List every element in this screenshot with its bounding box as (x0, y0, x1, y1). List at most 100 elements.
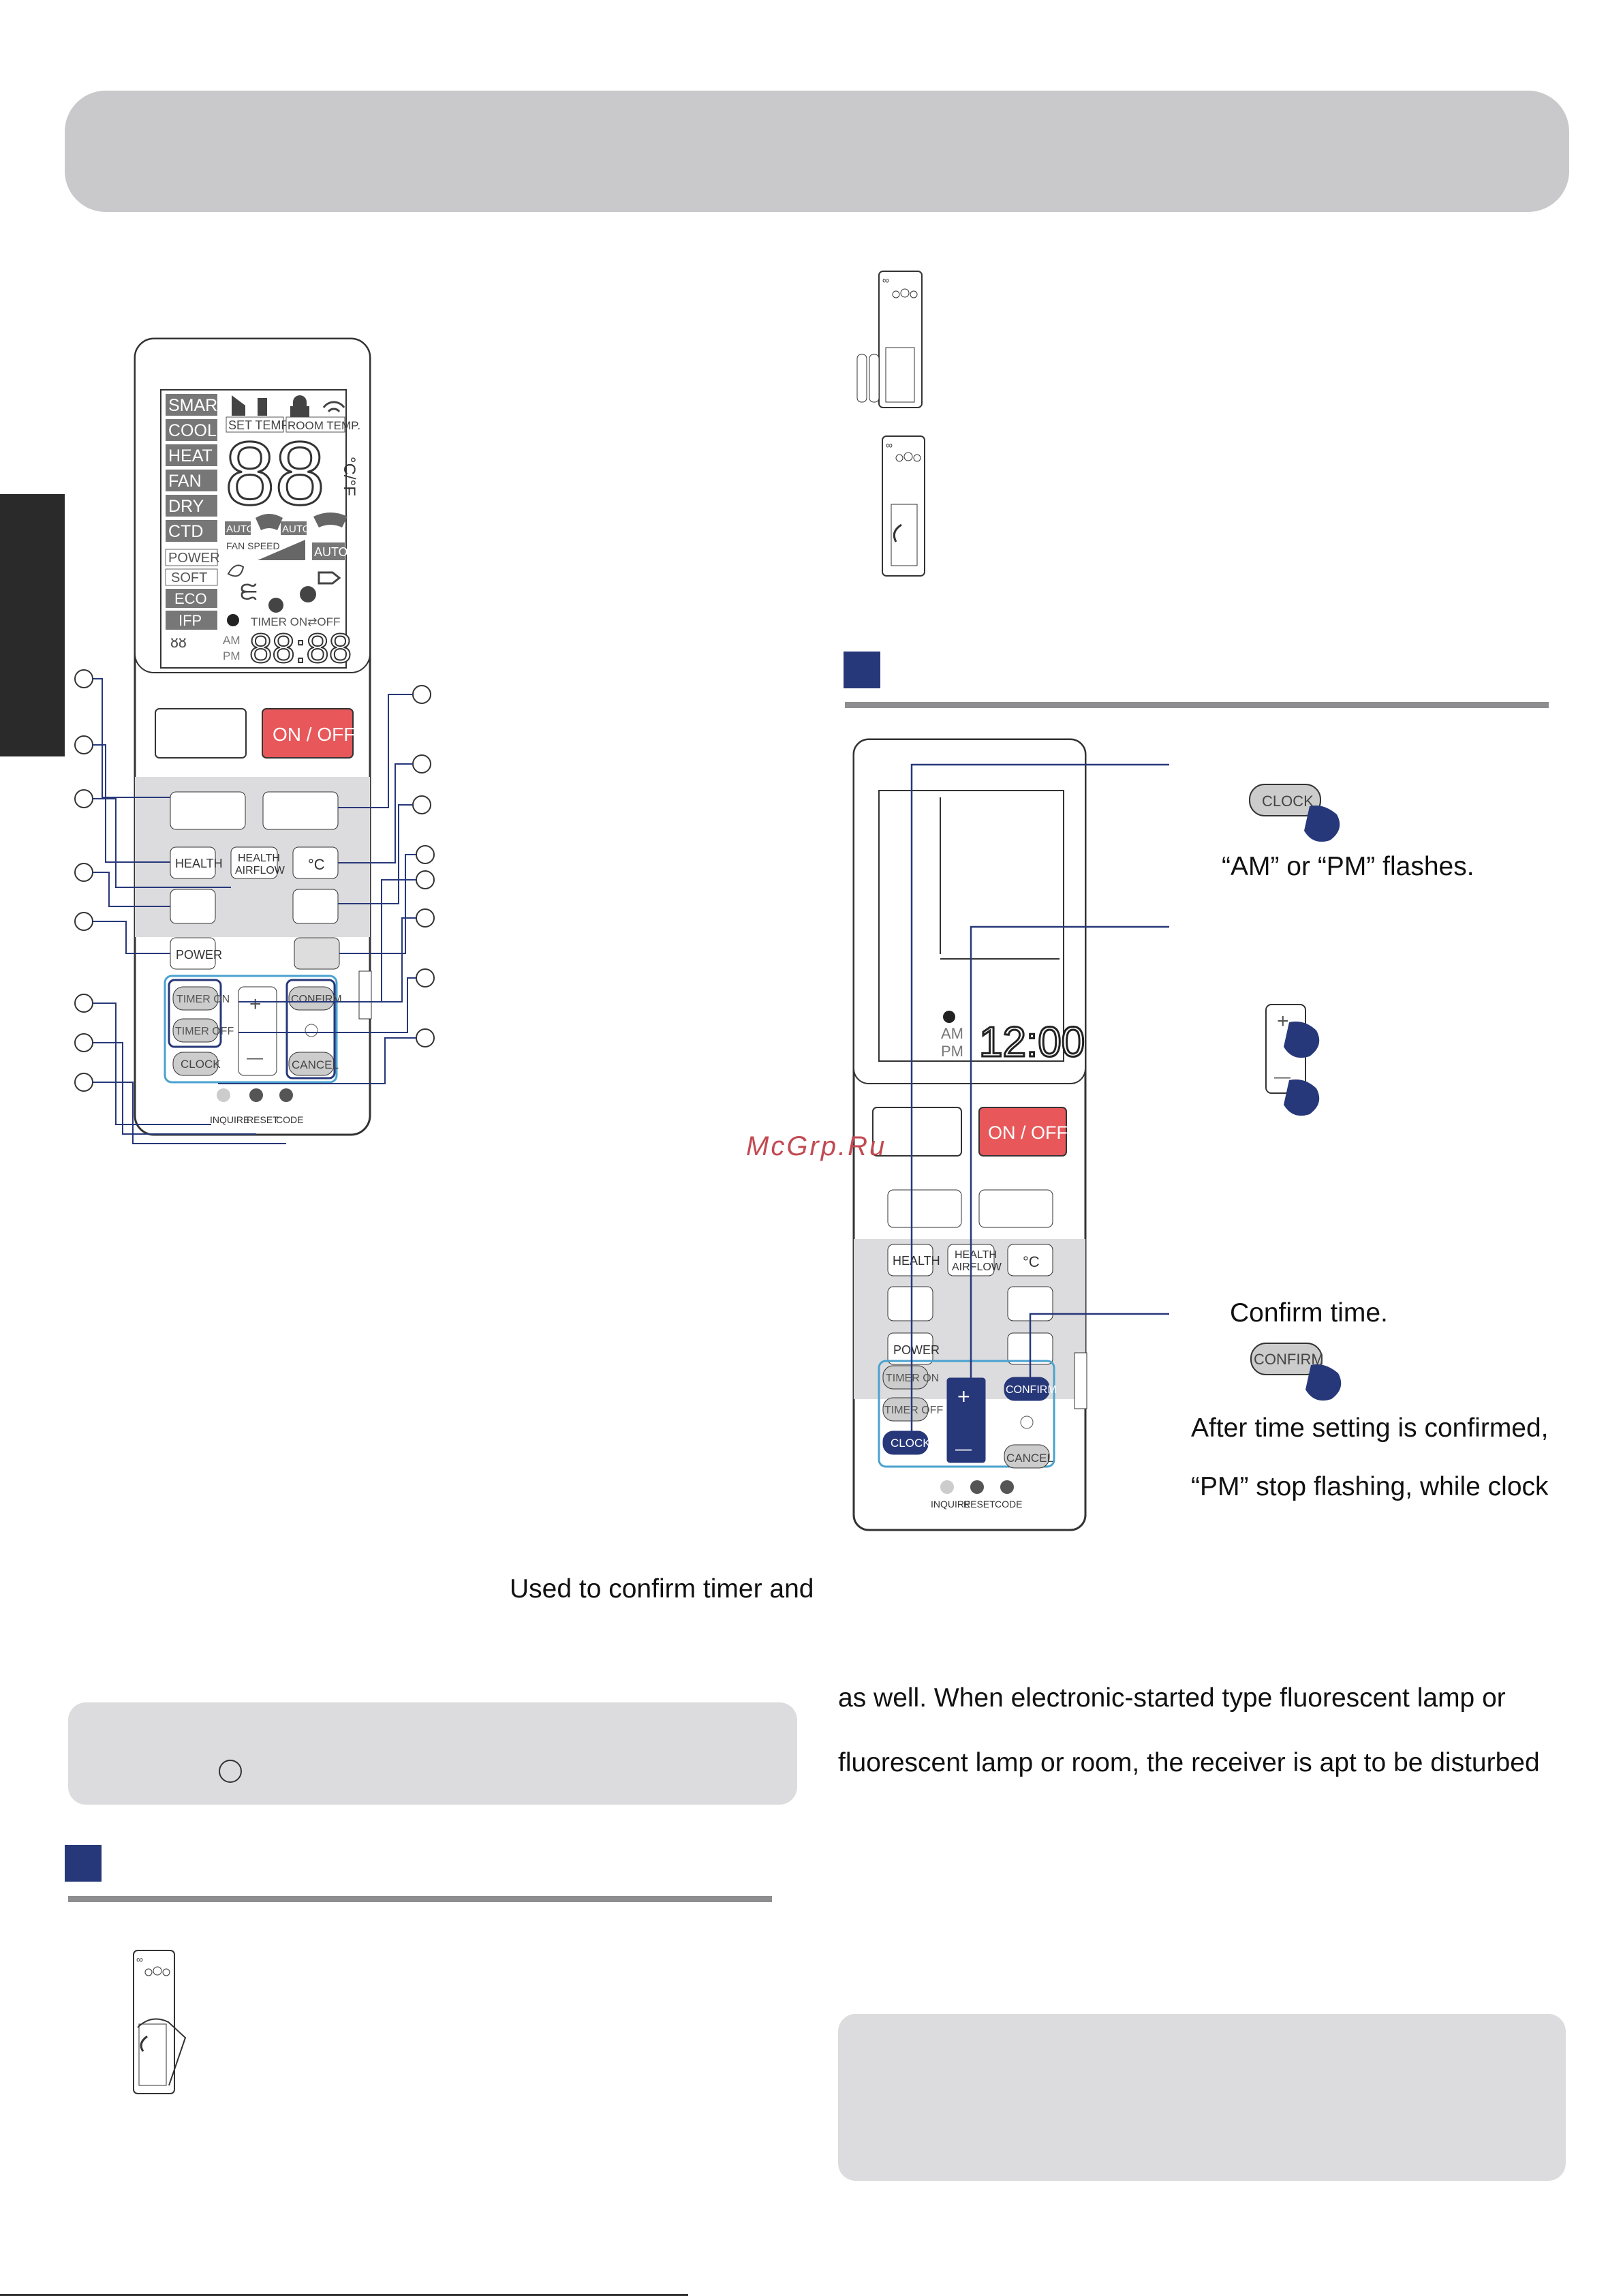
clean-icon (300, 586, 316, 602)
plus-minus-rocker-right[interactable] (946, 1377, 986, 1463)
reset-label-right: RESET (963, 1499, 995, 1510)
reset-label-left: RESET (247, 1114, 279, 1125)
power-label-right: POWER (893, 1343, 940, 1357)
step3-confirm-illustration: CONFIRM (1250, 1343, 1342, 1401)
celsius-label-left: °C (308, 856, 325, 873)
cancel-button-right[interactable] (1004, 1444, 1050, 1469)
person-icon (268, 598, 283, 613)
celsius-button-right[interactable] (1007, 1244, 1053, 1276)
side-tab (0, 494, 65, 756)
blank-button-1-right[interactable] (887, 1189, 962, 1228)
step3-text: Confirm time. (1230, 1298, 1388, 1328)
section-square-left (65, 1845, 102, 1882)
battery-icon (258, 398, 267, 416)
confirm-description: Used to confirm timer and (510, 1574, 814, 1604)
blank-button-2[interactable] (262, 791, 339, 830)
callout-circles-right (412, 685, 435, 1047)
inquire-dot[interactable] (217, 1088, 230, 1102)
mode-eco: ECO (174, 590, 207, 607)
mode-ifp: IFP (179, 612, 202, 629)
section-rule-right (845, 702, 1549, 708)
step2-rocker-illustration: + — (1265, 1004, 1320, 1116)
cancel-button-left[interactable] (288, 1052, 335, 1076)
plus-minus-rocker-left[interactable] (238, 986, 277, 1076)
code-dot-right[interactable] (1000, 1480, 1014, 1494)
light-icon (318, 571, 341, 585)
confirm-button-left[interactable] (288, 986, 335, 1011)
clock-label-right: CLOCK (891, 1437, 931, 1450)
svg-text:∞: ∞ (886, 440, 893, 450)
am-indicator: AM (223, 634, 241, 647)
house-icon (232, 395, 245, 416)
mode-smart: SMART (168, 396, 228, 415)
code-dot[interactable] (279, 1088, 293, 1102)
section-rule-left (68, 1896, 772, 1902)
side-switch (358, 970, 372, 1020)
step3-confirm-button[interactable] (1250, 1343, 1323, 1375)
side-switch-right (1074, 1352, 1087, 1409)
health-airflow-label-right-2: AIRFLOW (952, 1261, 1002, 1273)
mode-soft: SOFT (171, 570, 207, 585)
on-off-button-right[interactable] (978, 1107, 1067, 1157)
watermark: McGrp.Ru (746, 1131, 887, 1161)
step2-minus: — (1274, 1068, 1290, 1086)
health-airflow-button-left[interactable] (230, 846, 278, 879)
health-label-left: HEALTH (175, 857, 223, 870)
temp-digits: 88 (225, 423, 325, 523)
minus-label-right: — (955, 1440, 972, 1458)
svg-text:∞: ∞ (882, 275, 889, 286)
pm-indicator: PM (223, 649, 241, 662)
timer-off-button-left[interactable] (172, 1018, 219, 1043)
blank-button-1[interactable] (170, 791, 246, 830)
remote-diagram-right: AM PM 12:00 ON / OFF HEALTH HEALTH AIRFL… (852, 738, 1169, 1531)
timer-off-label-right: TIMER OFF (884, 1405, 943, 1416)
inquire-dot-right[interactable] (940, 1480, 954, 1494)
on-off-button-left[interactable] (262, 708, 354, 759)
confirm-label-right: CONFIRM (1006, 1384, 1057, 1396)
hand-pointer-icon-up (1284, 1021, 1320, 1058)
clock-button-left[interactable] (172, 1052, 219, 1076)
health-airflow-label-1: HEALTH (238, 853, 280, 864)
step1-clock-button[interactable] (1249, 784, 1321, 816)
power-button-right[interactable] (887, 1332, 933, 1365)
callout-circles-left (74, 669, 93, 1092)
blank-button-3[interactable] (170, 889, 216, 924)
blank-button-4[interactable] (292, 889, 339, 924)
health-airflow-label-2: AIRFLOW (235, 865, 285, 876)
timer-on-label-left: TIMER ON (176, 994, 230, 1005)
clock-digits: 88:88 (249, 626, 352, 671)
footer-rule (0, 2294, 688, 2296)
blank-button-3-right[interactable] (887, 1286, 933, 1321)
clock-button-right[interactable] (882, 1430, 929, 1455)
step1-text: “AM” or “PM” flashes. (1222, 852, 1474, 881)
reset-dot[interactable] (249, 1088, 263, 1102)
timer-off-label-left: TIMER OFF (175, 1026, 234, 1037)
remote-diagram-left: SMART COOL HEAT FAN DRY CTD POWER SOFT E… (74, 337, 435, 1144)
indicator-led-right (1020, 1415, 1034, 1429)
timer-off-button-right[interactable] (882, 1397, 929, 1422)
hand-pointer-icon (1304, 805, 1340, 842)
clock-icon-right (943, 1011, 955, 1023)
step1-clock-label: CLOCK (1262, 793, 1314, 810)
set-temp-label: SET TEMP. (228, 418, 291, 432)
minus-label-left: — (247, 1049, 263, 1067)
reset-dot-right[interactable] (970, 1480, 984, 1494)
confirm-button-right[interactable] (1004, 1377, 1050, 1401)
mode-power: POWER (168, 551, 220, 566)
plus-label-right: + (957, 1384, 970, 1409)
airflow-icon (313, 512, 347, 527)
health-airflow-label-right-1: HEALTH (955, 1249, 997, 1261)
blank-button-top-right[interactable] (872, 1107, 962, 1157)
health-button-right[interactable] (887, 1244, 933, 1276)
clock-display-right: 12:00 (979, 1019, 1085, 1066)
timer-on-button-left[interactable] (172, 986, 219, 1011)
people-icon: ᴕᴕ (170, 631, 187, 652)
blank-button-2-right[interactable] (978, 1189, 1053, 1228)
mode-cool: COOL (168, 421, 217, 440)
blank-button-top[interactable] (155, 708, 247, 759)
mode-ctd: CTD (168, 522, 203, 541)
temp-unit: °C/°F (340, 457, 358, 496)
timer-on-button-right[interactable] (882, 1365, 929, 1390)
blank-button-5[interactable] (294, 937, 340, 970)
mode-dry: DRY (168, 497, 204, 516)
